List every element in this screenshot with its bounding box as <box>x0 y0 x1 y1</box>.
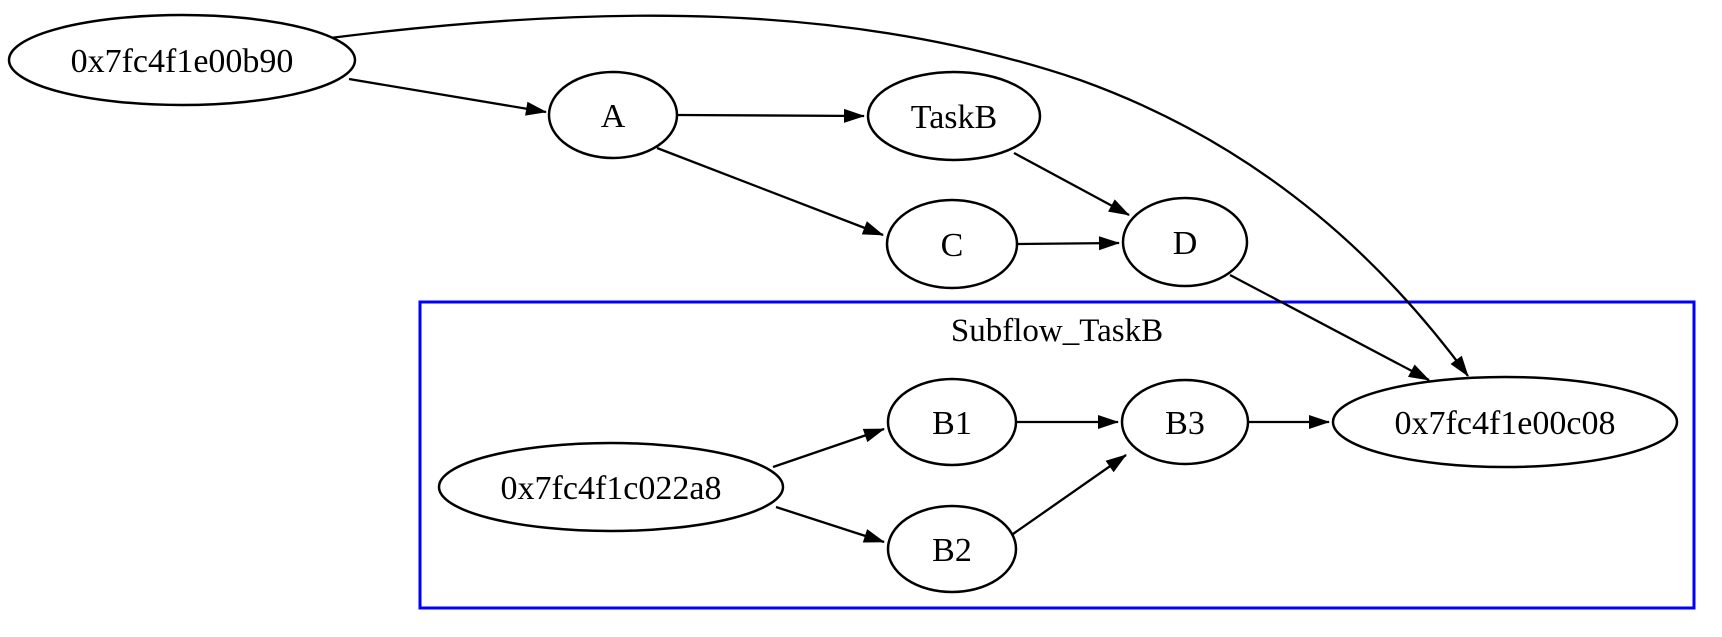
edge-C-to-D <box>1017 236 1120 251</box>
node-B3-label: B3 <box>1165 405 1205 442</box>
edge-A-to-C <box>656 146 884 237</box>
node-TaskB-label: TaskB <box>911 99 997 136</box>
node-c08-ellipse <box>1331 375 1679 469</box>
node-B1: B1 <box>886 377 1018 467</box>
node-A: A <box>547 70 679 160</box>
node-c08: 0x7fc4f1e00c08 <box>1331 375 1679 469</box>
node-D-ellipse <box>1121 196 1249 288</box>
node-B3-ellipse <box>1120 378 1250 466</box>
node-c022a8-label: 0x7fc4f1c022a8 <box>501 470 722 507</box>
node-B3: B3 <box>1120 378 1250 466</box>
subflow-cluster-box <box>418 300 1696 610</box>
node-A-label: A <box>601 98 626 135</box>
node-c022a8: 0x7fc4f1c022a8 <box>437 441 785 533</box>
edge-c022a8-to-B2 <box>775 505 885 544</box>
node-TaskB: TaskB <box>866 70 1042 162</box>
edge-c022a8-to-B1 <box>772 427 885 469</box>
node-C-ellipse <box>885 198 1019 290</box>
edge-b90-to-A <box>348 77 547 116</box>
node-b90-label: 0x7fc4f1e00b90 <box>71 43 294 80</box>
edge-b90-to-c08 <box>329 14 1469 377</box>
edge-B2-to-B3 <box>1012 454 1127 535</box>
node-A-ellipse <box>547 70 679 160</box>
node-B1-ellipse <box>886 377 1018 467</box>
node-B2-ellipse <box>886 504 1018 594</box>
subflow-cluster-label: Subflow_TaskB <box>951 313 1163 349</box>
node-C-label: C <box>941 227 964 264</box>
node-D-label: D <box>1173 225 1198 262</box>
edge-D-to-c08 <box>1229 273 1430 382</box>
node-B2-label: B2 <box>932 532 972 569</box>
node-b90: 0x7fc4f1e00b90 <box>7 13 357 107</box>
node-D: D <box>1121 196 1249 288</box>
node-c022a8-ellipse <box>437 441 785 533</box>
node-TaskB-ellipse <box>866 70 1042 162</box>
node-B1-label: B1 <box>932 405 972 442</box>
node-B2: B2 <box>886 504 1018 594</box>
edge-TaskB-to-D <box>1013 151 1130 217</box>
edge-A-to-TaskB <box>677 108 865 123</box>
node-C: C <box>885 198 1019 290</box>
node-b90-ellipse <box>7 13 357 107</box>
node-c08-label: 0x7fc4f1e00c08 <box>1395 405 1616 442</box>
